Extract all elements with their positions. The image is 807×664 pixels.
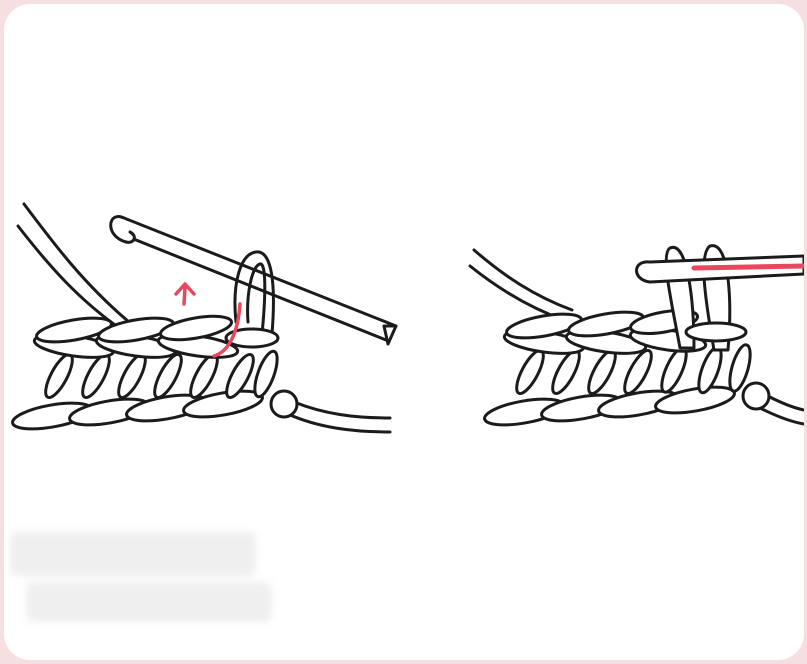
yarn-strand bbox=[470, 266, 564, 320]
right-panel bbox=[470, 246, 804, 430]
diagram-card bbox=[4, 4, 804, 660]
yarn-tail bbox=[294, 402, 390, 418]
loop-wrap bbox=[686, 323, 746, 341]
arrow-up-icon bbox=[176, 284, 194, 304]
yarn-tail bbox=[760, 408, 804, 424]
caption-placeholder bbox=[26, 582, 272, 622]
left-panel bbox=[11, 204, 396, 434]
caption-placeholder bbox=[10, 532, 256, 576]
hook-shaft-red bbox=[694, 266, 804, 268]
yarn-strand bbox=[18, 226, 122, 330]
top-stitch-row bbox=[33, 312, 239, 362]
